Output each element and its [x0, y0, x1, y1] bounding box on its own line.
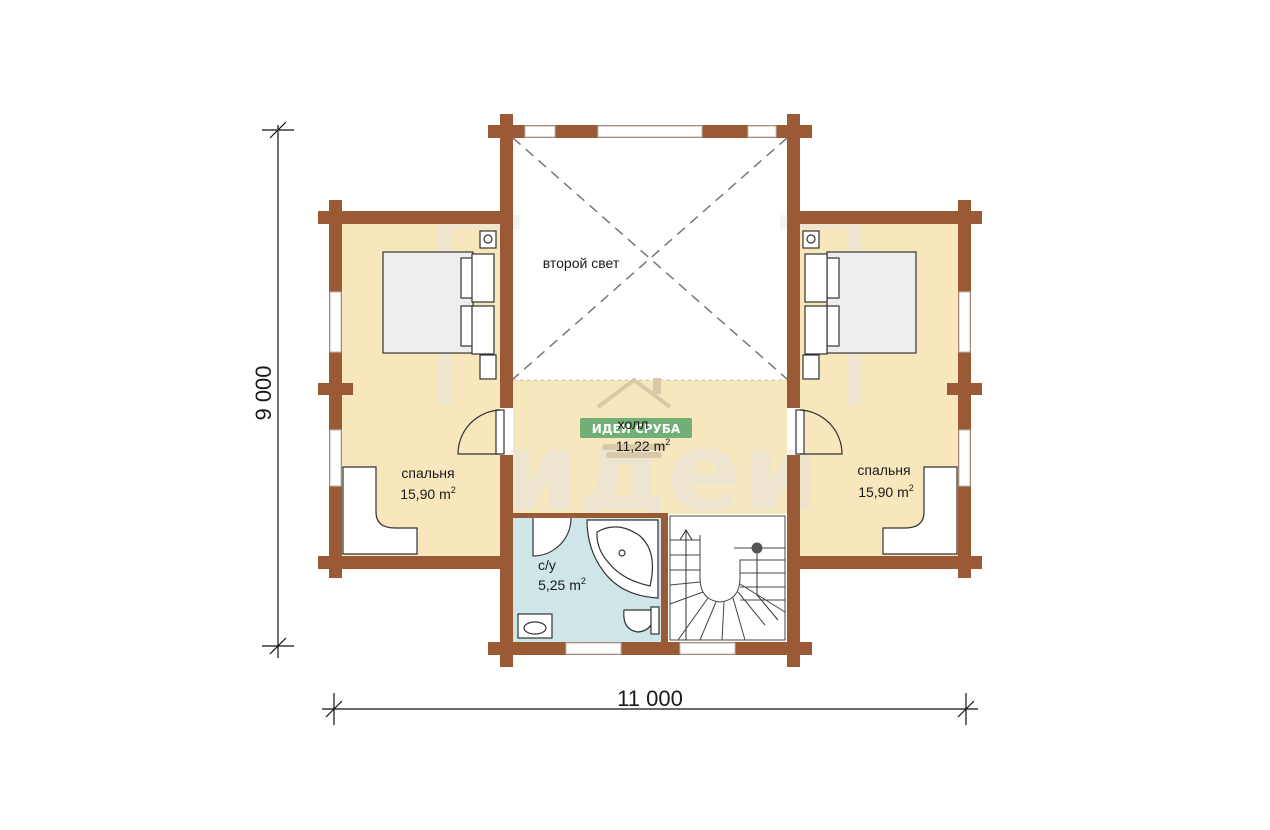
sink-bowl [523, 621, 547, 635]
door-leaf [795, 409, 805, 455]
wall-right-top [787, 211, 982, 224]
wall-center-left [500, 114, 513, 388]
window [747, 125, 777, 138]
wall-stub [329, 556, 342, 578]
stair-step [721, 601, 725, 641]
wardrobe-icon [882, 466, 958, 555]
second-light-void [512, 137, 788, 380]
wall-left-top [318, 211, 513, 224]
window [597, 125, 703, 138]
stair-step [677, 597, 709, 641]
furniture-right [802, 230, 958, 555]
door-swing [532, 517, 572, 557]
bath-drain [618, 549, 626, 557]
pillow [460, 257, 474, 299]
dim-tick [325, 700, 343, 718]
dimension-horizontal [322, 693, 978, 725]
stair-step [669, 581, 701, 586]
pillow [826, 305, 840, 347]
lamp-icon [483, 234, 493, 244]
windows [329, 125, 971, 655]
dim-tick [957, 700, 975, 718]
toilet-tank [650, 606, 660, 635]
logo-chimney [653, 378, 661, 394]
dimension-height-label: 9 000 [251, 365, 276, 420]
void-diagonal [512, 137, 788, 380]
stair-step [739, 583, 786, 613]
cabinet-icon [802, 354, 820, 380]
logo-log [606, 452, 662, 458]
bedroom-left-area: 15,90 m2 [400, 485, 456, 502]
wall-stub [318, 383, 353, 395]
pillow [460, 305, 474, 347]
bedroom-left-label: спальня [401, 465, 454, 481]
bathroom-area: 5,25 m2 [538, 576, 586, 593]
wall-bath-stair [661, 513, 668, 654]
window [524, 125, 556, 138]
nightstand-icon [471, 253, 495, 303]
wall-bottom [488, 642, 812, 655]
pillow [826, 257, 840, 299]
window [565, 642, 622, 655]
hall-area: 11,22 m2 [616, 437, 671, 454]
wall-hall-right-stub [787, 388, 800, 408]
dim-tick [269, 121, 287, 139]
wall-bath-top [513, 513, 668, 518]
logo-log [602, 444, 666, 450]
bedroom-right-area: 15,90 m2 [858, 483, 914, 500]
window [958, 429, 971, 487]
door-leaf [495, 409, 505, 455]
bathroom-fixtures [517, 519, 660, 639]
stair-post [751, 542, 763, 554]
corner-bath-inner [596, 526, 653, 587]
stair-arrow-icon [756, 548, 779, 621]
door-swing [457, 409, 501, 455]
stair-step [737, 591, 766, 626]
dimension-vertical [262, 121, 294, 658]
stair-step [699, 601, 717, 641]
doors [457, 409, 843, 557]
hall-label: холл [618, 416, 649, 432]
stair-step [732, 597, 746, 641]
lamp-icon [806, 234, 816, 244]
stair-fill [668, 515, 787, 642]
stair-well [669, 515, 786, 641]
nightstand-icon [804, 253, 828, 303]
dim-tick [269, 637, 287, 655]
void-diagonal [512, 137, 788, 380]
window [679, 642, 736, 655]
wall-stub [947, 383, 982, 395]
stair-arrow-icon [679, 529, 693, 640]
nightstand-icon [804, 305, 828, 355]
window [329, 291, 342, 353]
logo-house-icon [596, 377, 672, 409]
window [329, 429, 342, 487]
door-swing [799, 409, 843, 455]
room-labels: второй свет холл 11,22 m2 спальня 15,90 … [400, 255, 914, 593]
wall-center-right [787, 114, 800, 388]
wall-right-bottom [787, 556, 982, 569]
wardrobe-icon [342, 466, 418, 555]
furniture-left [342, 230, 497, 555]
logo-badge-text: ИДЕИ СРУБА [592, 422, 681, 436]
logo-badge-bg [580, 418, 692, 438]
bed-icon [826, 251, 917, 354]
second-light-label: второй свет [543, 255, 620, 271]
nightstand-icon [471, 305, 495, 355]
bed-icon [382, 251, 474, 354]
staircase [669, 515, 786, 641]
wall-hall-left-stub [500, 388, 513, 408]
stair-stringer [699, 535, 785, 603]
window [958, 291, 971, 353]
cabinet-icon [479, 354, 497, 380]
bedroom-right-label: спальня [857, 462, 910, 478]
wall-hall-left [500, 455, 513, 667]
dimension-width-label: 11 000 [617, 686, 683, 711]
logo-badge: ИДЕИ СРУБА [580, 377, 692, 458]
wall-left-bottom [318, 556, 513, 569]
bathroom-label: с/у [538, 557, 556, 573]
